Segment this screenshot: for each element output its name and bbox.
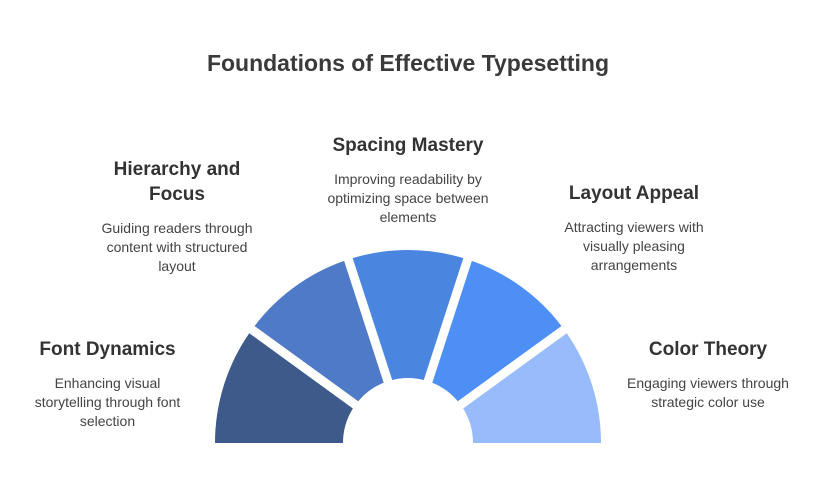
label-spacing-mastery: Spacing Mastery Improving readability by… bbox=[318, 133, 498, 227]
segment-description: Improving readability by optimizing spac… bbox=[327, 171, 489, 225]
segment-layout-appeal[interactable] bbox=[432, 260, 562, 402]
segment-description: Attracting viewers with visually pleasin… bbox=[564, 219, 704, 273]
label-hierarchy-and-focus: Hierarchy and Focus Guiding readers thro… bbox=[92, 157, 262, 276]
segment-font-dynamics[interactable] bbox=[215, 333, 353, 443]
segment-title: Layout Appeal bbox=[568, 183, 700, 204]
label-layout-appeal: Layout Appeal Attracting viewers with vi… bbox=[548, 181, 720, 275]
segment-title: Font Dynamics bbox=[39, 339, 176, 360]
segment-title: Hierarchy and Focus bbox=[113, 159, 241, 205]
segment-title: Spacing Mastery bbox=[332, 135, 484, 156]
segment-description: Engaging viewers through strategic color… bbox=[627, 375, 789, 410]
label-color-theory: Color Theory Engaging viewers through st… bbox=[622, 337, 794, 412]
label-font-dynamics: Font Dynamics Enhancing visual storytell… bbox=[20, 337, 195, 431]
segment-hierarchy-and-focus[interactable] bbox=[254, 260, 384, 402]
segment-spacing-mastery[interactable] bbox=[352, 249, 464, 380]
segment-title: Color Theory bbox=[648, 339, 768, 360]
segment-color-theory[interactable] bbox=[463, 333, 601, 443]
segment-description: Guiding readers through content with str… bbox=[101, 220, 253, 274]
diagram-title: Foundations of Effective Typesetting bbox=[206, 50, 610, 76]
segment-description: Enhancing visual storytelling through fo… bbox=[34, 375, 181, 429]
